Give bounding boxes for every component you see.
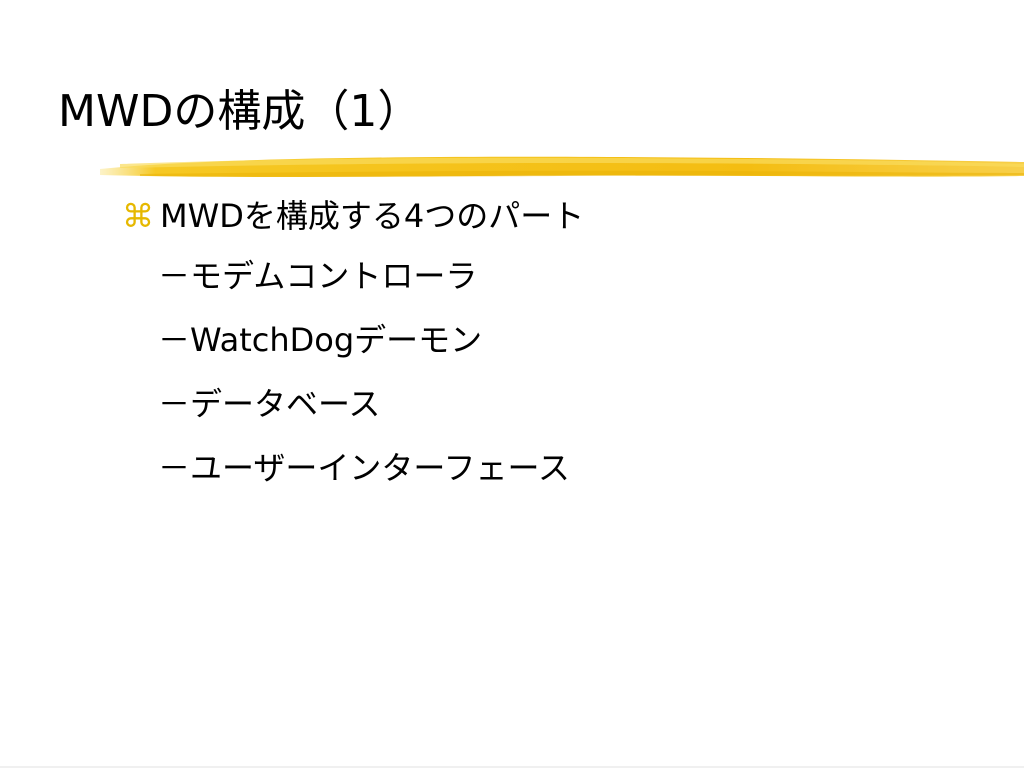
sub-item-user-interface: －ユーザーインターフェース — [158, 449, 570, 487]
bottom-rule — [0, 766, 1024, 768]
sub-item-modem-controller: －モデムコントローラ — [158, 257, 478, 295]
command-key-icon: ⌘ — [122, 197, 154, 235]
bullet-main-text: MWDを構成する4つのパート — [160, 197, 585, 235]
bullet-main: ⌘MWDを構成する4つのパート — [122, 188, 1002, 244]
slide-title: MWDの構成（1） — [58, 86, 422, 137]
sub-item-watchdog-daemon: －WatchDogデーモン — [158, 321, 483, 359]
sub-item-database: －データベース — [158, 385, 381, 423]
bullet-list: ⌘MWDを構成する4つのパート －モデムコントローラ －WatchDogデーモン… — [122, 188, 1002, 500]
title-underline-brushstroke — [100, 156, 1024, 177]
